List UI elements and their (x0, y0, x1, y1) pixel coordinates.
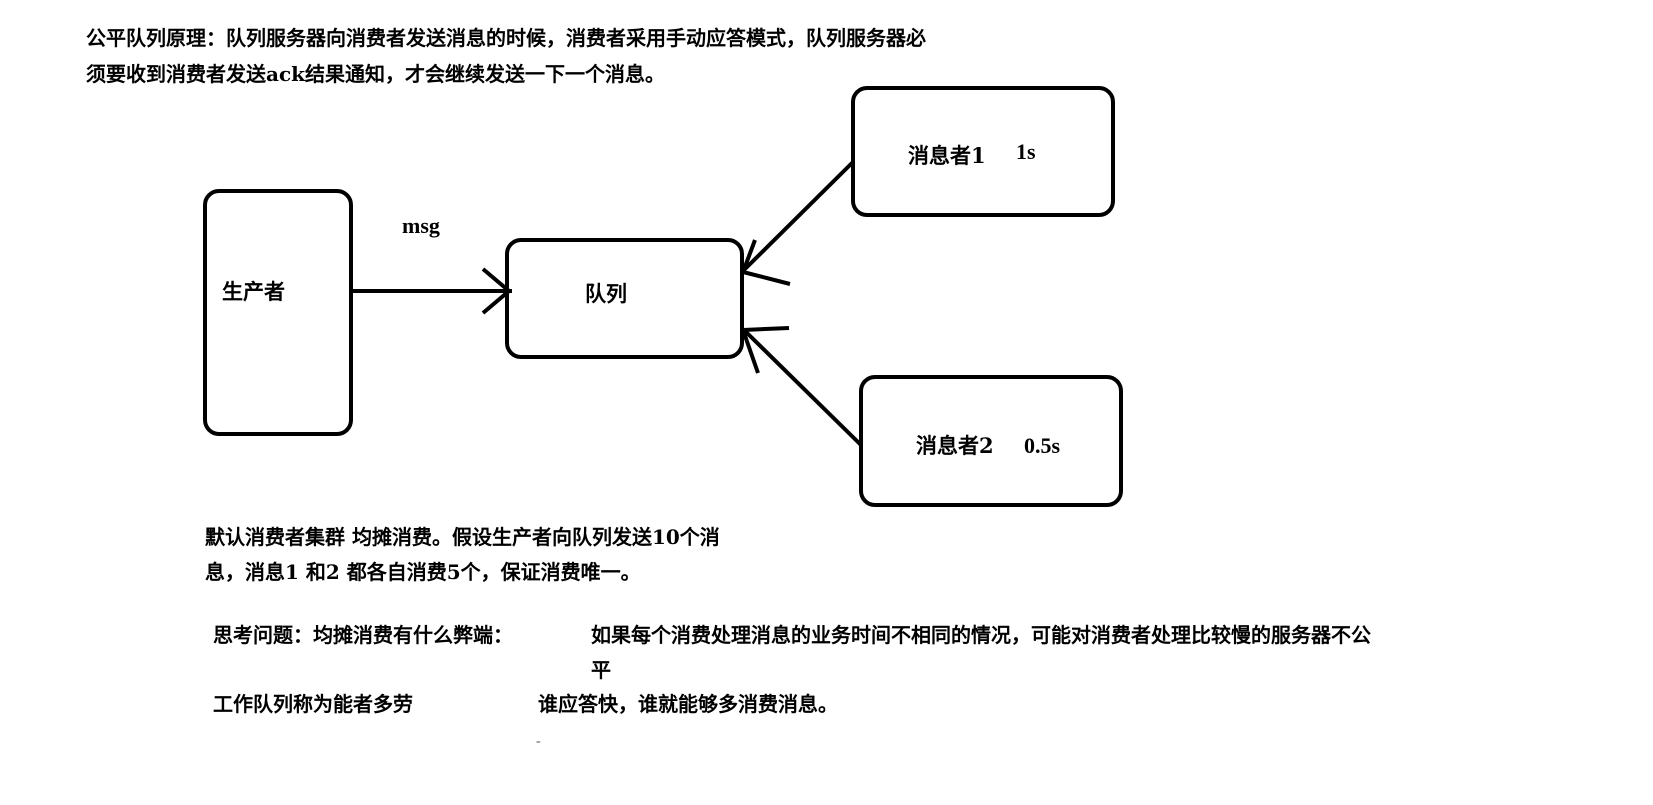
work-queue-label: 工作队列称为能者多劳 (213, 692, 413, 716)
default-behavior-line-2: 息，消息1 和2 都各自消费5个，保证消费唯一。 (205, 560, 641, 584)
consumer1-to-queue-arrowhead (741, 239, 791, 286)
consumer2-time: 0.5s (1024, 433, 1061, 458)
consumer2-to-queue-arrowhead (741, 326, 790, 374)
stray-mark: - (536, 734, 541, 749)
producer-to-queue-arrowhead (481, 267, 511, 315)
principle-text-line-2: 须要收到消费者发送ack结果通知，才会继续发送一下一个消息。 (86, 62, 665, 86)
queue-box (505, 238, 744, 359)
consumer1-label: 消息者1 (908, 143, 986, 168)
edge-label-msg: msg (402, 213, 440, 238)
question-answer-line-2: 平 (591, 658, 611, 682)
queue-label: 队列 (585, 281, 627, 306)
question-label: 思考问题：均摊消费有什么弊端： (213, 623, 513, 647)
principle-text-line-1: 公平队列原理：队列服务器向消费者发送消息的时候，消费者采用手动应答模式，队列服务… (86, 26, 926, 50)
producer-box (203, 189, 353, 436)
consumer1-box (851, 86, 1115, 217)
default-behavior-line-1: 默认消费者集群 均摊消费。假设生产者向队列发送10个消 (205, 525, 720, 549)
consumer1-to-queue-arrow (742, 160, 855, 272)
consumer2-label: 消息者2 (916, 433, 994, 458)
work-queue-answer: 谁应答快，谁就能够多消费消息。 (538, 692, 838, 716)
consumer2-to-queue-arrow (742, 328, 863, 447)
consumer2-box (859, 375, 1123, 507)
consumer1-time: 1s (1016, 139, 1036, 164)
question-answer-line-1: 如果每个消费处理消息的业务时间不相同的情况，可能对消费者处理比较慢的服务器不公 (591, 623, 1371, 647)
producer-label: 生产者 (222, 279, 285, 304)
